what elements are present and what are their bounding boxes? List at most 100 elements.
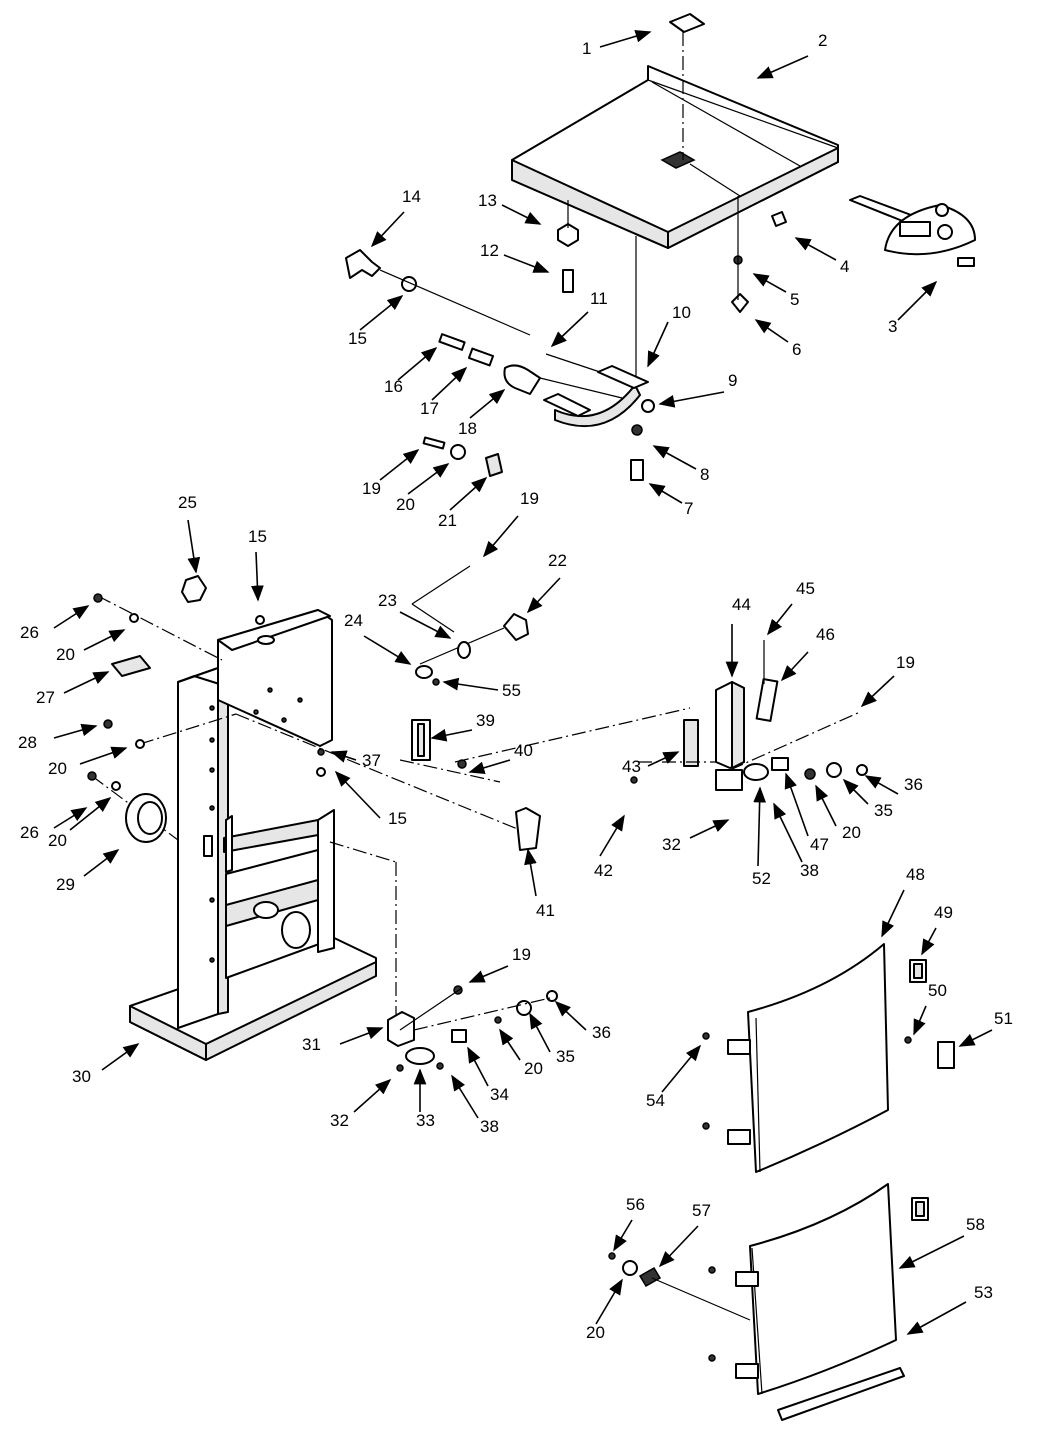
callout-arrow [815, 784, 837, 827]
hinge-top [727, 1039, 751, 1055]
callout-12: 12 [480, 241, 550, 273]
callout-number: 40 [514, 741, 533, 760]
callout-arrow [399, 611, 452, 639]
knob-22 [503, 613, 529, 641]
callout-number: 20 [48, 759, 67, 778]
callout-number: 28 [18, 733, 37, 752]
callout-arrow [526, 577, 561, 614]
table-assembly [345, 13, 976, 481]
callout-11: 11 [550, 289, 608, 348]
callout-number: 4 [840, 257, 849, 276]
callout-number: 55 [502, 681, 521, 700]
callout-arrow [864, 775, 899, 795]
callout-number: 38 [800, 861, 819, 880]
callout-number: 19 [362, 479, 381, 498]
callout-arrow [63, 671, 110, 694]
callout-arrow [550, 311, 589, 348]
table-insert-opening [660, 151, 696, 169]
callout-30: 30 [72, 1043, 140, 1086]
clip-57 [638, 1266, 662, 1288]
callout-number: 56 [626, 1195, 645, 1214]
callout-arrow [407, 463, 450, 495]
callout-number: 36 [592, 1023, 611, 1042]
callout-arrow [363, 635, 412, 665]
callout-arrow [794, 237, 837, 261]
callout-number: 12 [480, 241, 499, 260]
callout-arrow [431, 366, 468, 401]
callout-arrow [482, 515, 519, 558]
callout-arrow [101, 1043, 140, 1071]
callout-arrow [780, 651, 809, 682]
callout-1: 1 [582, 30, 652, 58]
callout-number: 52 [752, 869, 771, 888]
callout-number: 53 [974, 1283, 993, 1302]
callout-number: 11 [590, 289, 608, 308]
callout-number: 15 [348, 329, 367, 348]
bracket-21 [485, 453, 503, 477]
callout-arrow [752, 273, 787, 293]
washer-8 [631, 424, 643, 436]
screw-19-top [422, 436, 446, 450]
callout-number: 32 [330, 1111, 349, 1130]
callout-number: 46 [816, 625, 835, 644]
callout-arrow [353, 1078, 392, 1113]
callout-15: 15 [348, 294, 404, 348]
upper-door [702, 943, 955, 1173]
callout-14: 14 [370, 187, 421, 248]
callout-arrow [468, 759, 511, 774]
callout-number: 6 [792, 340, 801, 359]
callout-number: 54 [646, 1091, 665, 1110]
callout-57: 57 [658, 1201, 711, 1268]
callout-arrow [599, 814, 625, 857]
callout-arrow [842, 778, 869, 805]
callout-number: 1 [582, 39, 591, 58]
callout-number: 10 [672, 303, 691, 322]
hinge-bottom [727, 1129, 751, 1145]
callout-number: 32 [662, 835, 681, 854]
callout-19: 19 [860, 653, 915, 708]
callout-28: 28 [18, 723, 98, 752]
callout-arrow [359, 294, 404, 331]
bolt-7 [630, 459, 644, 481]
callout-number: 20 [586, 1323, 605, 1342]
callout-arrow [958, 1029, 993, 1047]
callout-arrow [613, 1219, 633, 1252]
callout-number: 23 [378, 591, 397, 610]
strip-53 [777, 1367, 905, 1421]
callout-arrow [860, 675, 895, 708]
callout-36: 36 [554, 1000, 611, 1042]
callout-32: 32 [330, 1078, 392, 1130]
miter-gauge [849, 195, 976, 267]
callout-arrow [187, 519, 201, 574]
callout-arrow [83, 629, 126, 651]
callout-20: 20 [815, 784, 861, 842]
callout-50: 50 [913, 981, 947, 1036]
table-top-side-edge [667, 147, 839, 249]
callout-arrow [53, 807, 88, 829]
lower-guide-assembly [387, 985, 558, 1072]
callout-number: 58 [966, 1215, 985, 1234]
callout-35: 35 [529, 1012, 575, 1066]
callout-35: 35 [842, 778, 893, 820]
callout-20: 20 [48, 797, 112, 850]
callout-arrow [753, 786, 767, 867]
callout-31: 31 [302, 1027, 384, 1054]
callout-number: 13 [478, 191, 497, 210]
callout-number: 43 [622, 757, 641, 776]
callout-4: 4 [794, 237, 849, 276]
callout-arrow [756, 55, 809, 79]
callout-20: 20 [56, 629, 126, 664]
callout-number: 26 [20, 823, 39, 842]
callout-20: 20 [499, 1028, 543, 1078]
latch-51 [937, 1041, 955, 1069]
callout-arrow [524, 848, 537, 897]
callout-number: 14 [402, 187, 421, 206]
callout-number: 17 [420, 399, 439, 418]
callout-9: 9 [658, 371, 737, 408]
callout-number: 20 [842, 823, 861, 842]
bearing-47 [771, 757, 789, 771]
callout-38: 38 [773, 802, 819, 880]
callout-arrow [370, 211, 405, 248]
callout-arrow [83, 849, 120, 877]
